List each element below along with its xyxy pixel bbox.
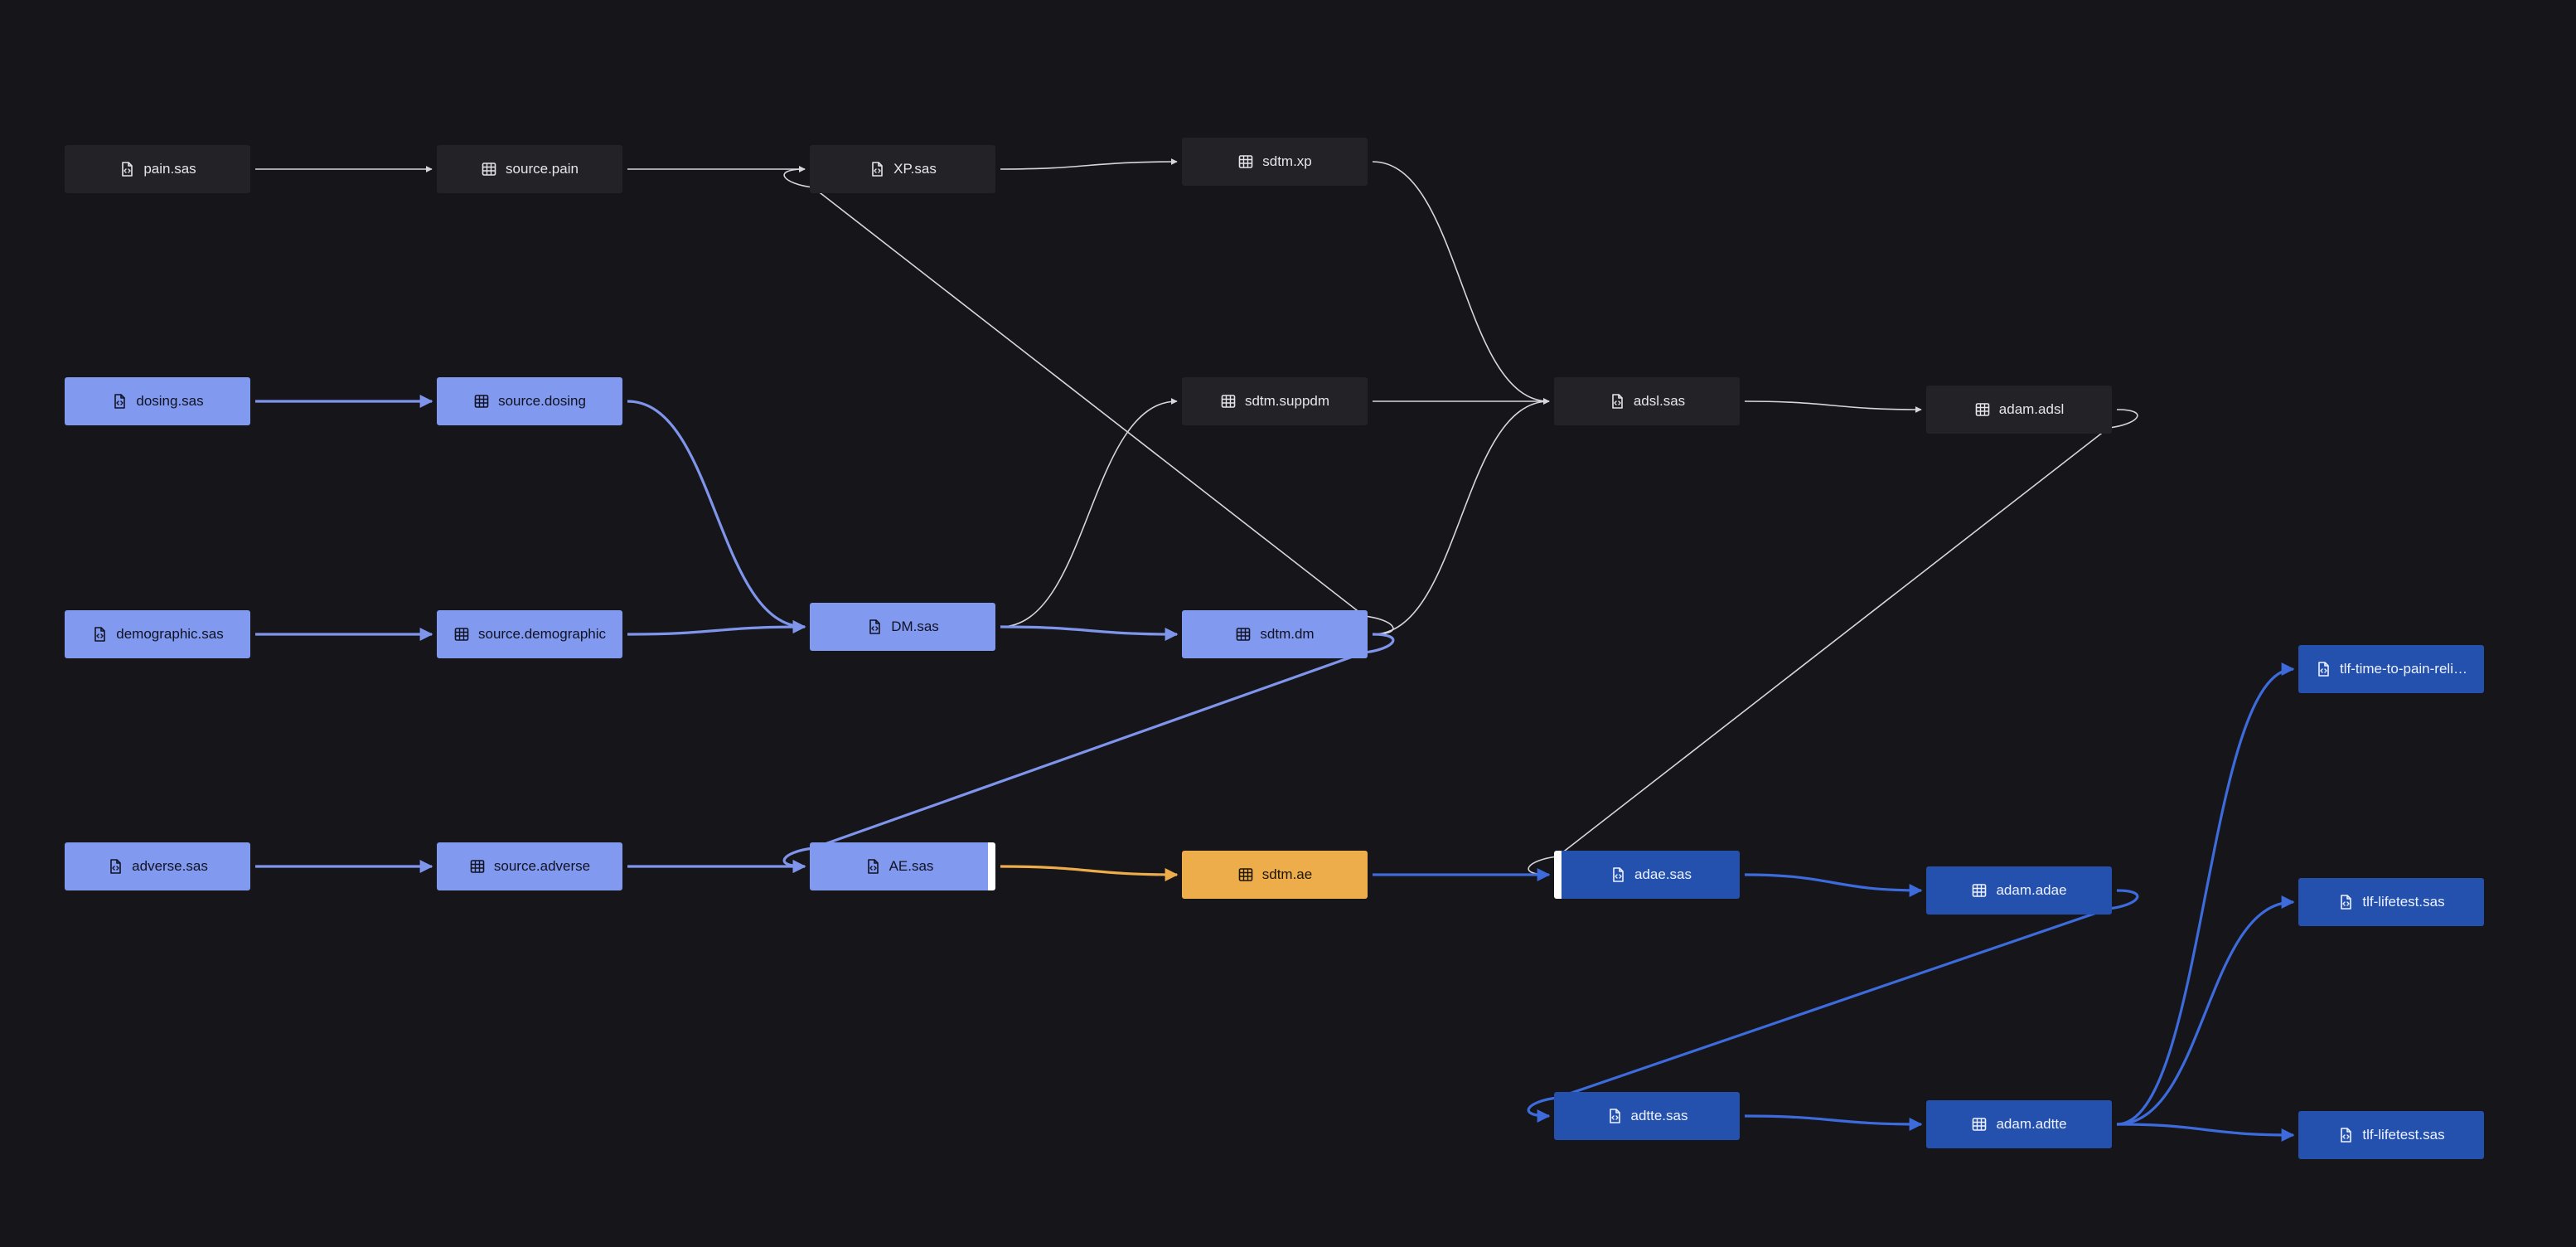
edge-adam-adtte-to-tlf-lifetest-1	[2116, 895, 2295, 1126]
edge-adam-adtte-to-tlf-time-to-pain	[2116, 662, 2295, 1126]
node-label: XP.sas	[893, 161, 937, 177]
node-label: tlf-time-to-pain-reli…	[2340, 661, 2467, 677]
table-icon	[453, 626, 470, 643]
node-label: adam.adtte	[1996, 1116, 2067, 1132]
node-adtte-sas[interactable]: adtte.sas	[1554, 1092, 1740, 1140]
node-label: adam.adsl	[1998, 401, 2065, 417]
edge-sdtm-xp-to-adsl-sas	[1372, 161, 1550, 405]
table-icon	[1237, 866, 1254, 883]
code-file-icon	[1610, 866, 1626, 883]
node-source-dosing[interactable]: source.dosing	[437, 377, 622, 425]
node-adam-adsl[interactable]: adam.adsl	[1926, 386, 2112, 434]
code-file-icon	[864, 858, 881, 875]
table-icon	[481, 161, 497, 177]
node-label: adtte.sas	[1630, 1108, 1688, 1123]
node-dosing-sas[interactable]: dosing.sas	[65, 377, 250, 425]
edge-ae-sas-to-sdtm-ae	[1000, 865, 1179, 881]
code-file-icon	[111, 393, 128, 410]
code-file-icon	[2315, 661, 2331, 677]
table-icon	[1235, 626, 1252, 643]
node-label: source.adverse	[493, 858, 591, 874]
node-label: source.demographic	[477, 626, 607, 642]
node-adam-adtte[interactable]: adam.adtte	[1926, 1100, 2112, 1148]
code-file-icon	[2337, 1127, 2354, 1143]
edge-adam-adae-to-adtte-sas	[1527, 889, 2139, 1123]
node-demographic-sas[interactable]: demographic.sas	[65, 610, 250, 658]
node-adsl-sas[interactable]: adsl.sas	[1554, 377, 1740, 425]
edge-sdtm-dm-to-adsl-sas	[1372, 398, 1550, 635]
node-dm-sas[interactable]: DM.sas	[810, 603, 995, 651]
table-icon	[1971, 1116, 1988, 1133]
code-file-icon	[119, 161, 135, 177]
node-sdtm-dm[interactable]: sdtm.dm	[1182, 610, 1368, 658]
node-label: source.dosing	[498, 393, 586, 409]
node-label: adverse.sas	[132, 858, 208, 874]
table-icon	[1971, 882, 1988, 899]
node-label: sdtm.ae	[1261, 866, 1313, 882]
node-source-adverse[interactable]: source.adverse	[437, 842, 622, 890]
code-file-icon	[91, 626, 108, 643]
code-file-icon	[1606, 1108, 1623, 1124]
node-sdtm-suppdm[interactable]: sdtm.suppdm	[1182, 377, 1368, 425]
edge-adae-sas-to-adam-adae	[1744, 873, 1923, 897]
node-adam-adae[interactable]: adam.adae	[1926, 866, 2112, 915]
node-adae-sas[interactable]: adae.sas	[1554, 851, 1740, 899]
edge-dm-sas-to-sdtm-suppdm	[1000, 398, 1178, 628]
node-tlf-lifetest-1[interactable]: tlf-lifetest.sas	[2298, 878, 2484, 926]
table-icon	[473, 393, 490, 410]
edge-xp-sas-to-sdtm-xp	[1000, 158, 1178, 170]
node-source-pain[interactable]: source.pain	[437, 145, 622, 193]
node-label: pain.sas	[143, 161, 196, 177]
node-sdtm-ae[interactable]: sdtm.ae	[1182, 851, 1368, 899]
node-tlf-lifetest-2[interactable]: tlf-lifetest.sas	[2298, 1111, 2484, 1159]
node-label: DM.sas	[891, 619, 939, 634]
node-label: sdtm.suppdm	[1244, 393, 1330, 409]
code-file-icon	[869, 161, 885, 177]
node-label: adsl.sas	[1633, 393, 1686, 409]
node-label: dosing.sas	[136, 393, 204, 409]
node-label: source.pain	[506, 161, 579, 177]
node-label: adae.sas	[1634, 866, 1692, 882]
node-xp-sas[interactable]: XP.sas	[810, 145, 995, 193]
edge-sdtm-dm-to-ae-sas	[782, 633, 1395, 873]
code-file-icon	[2337, 894, 2354, 910]
edge-source-demographic-to-dm-sas	[627, 620, 806, 636]
code-file-icon	[1609, 393, 1625, 410]
edge-adsl-sas-to-adam-adsl	[1744, 400, 1922, 413]
edge-adam-adsl-to-adae-sas	[1528, 409, 2138, 878]
node-source-demographic[interactable]: source.demographic	[437, 610, 622, 658]
node-label: demographic.sas	[116, 626, 224, 642]
node-adverse-sas[interactable]: adverse.sas	[65, 842, 250, 890]
code-file-icon	[866, 619, 883, 635]
edge-source-dosing-to-dm-sas	[627, 400, 806, 633]
node-label: tlf-lifetest.sas	[2362, 1127, 2445, 1143]
table-icon	[469, 858, 486, 875]
table-icon	[1220, 393, 1237, 410]
table-icon	[1237, 153, 1254, 170]
node-label: adam.adae	[1996, 882, 2067, 898]
node-label: sdtm.dm	[1260, 626, 1315, 642]
node-tlf-time-to-pain[interactable]: tlf-time-to-pain-reli…	[2298, 645, 2484, 693]
code-file-icon	[107, 858, 123, 875]
node-label: sdtm.xp	[1262, 153, 1312, 169]
node-label: tlf-lifetest.sas	[2362, 894, 2445, 910]
node-label: AE.sas	[889, 858, 934, 874]
node-pain-sas[interactable]: pain.sas	[65, 145, 250, 193]
table-icon	[1974, 401, 1991, 418]
node-ae-sas[interactable]: AE.sas	[810, 842, 995, 890]
node-sdtm-xp[interactable]: sdtm.xp	[1182, 138, 1368, 186]
edge-adtte-sas-to-adam-adtte	[1744, 1114, 1923, 1131]
edge-dm-sas-to-sdtm-dm	[1000, 625, 1179, 641]
edge-adam-adtte-to-tlf-lifetest-2	[2116, 1123, 2295, 1142]
